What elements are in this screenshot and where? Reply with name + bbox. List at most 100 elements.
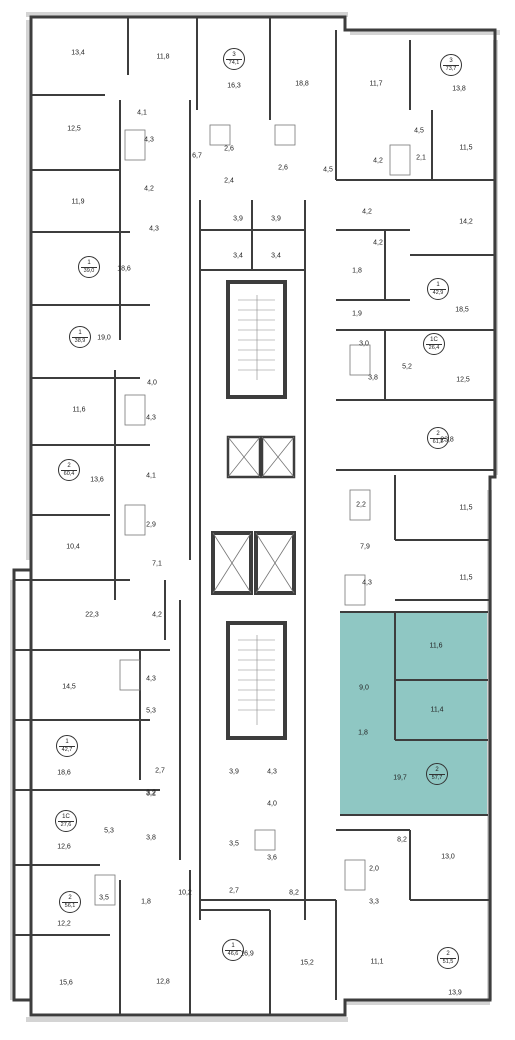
room-area-label: 11,1 (370, 958, 384, 966)
apartment-total-area: 60,4 (63, 471, 75, 477)
room-area-label: 18,6 (117, 265, 131, 273)
room-area-label: 15,6 (59, 979, 73, 987)
room-area-label: 12,2 (57, 920, 71, 928)
room-area-label: 12,8 (156, 978, 170, 986)
apartment-total-area: 27,6 (60, 822, 72, 828)
room-area-label: 18,8 (295, 80, 309, 88)
room-area-label: 11,5 (459, 574, 473, 582)
room-area-label: 4,2 (373, 157, 383, 165)
room-area-label: 11,4 (430, 706, 444, 714)
apartment-room-count: 1 (231, 943, 235, 949)
stair-core (211, 280, 296, 740)
room-area-label: 4,3 (267, 768, 277, 776)
apartment-total-area: 38,9 (74, 338, 86, 344)
badge-divider (440, 957, 456, 959)
room-area-label: 4,2 (373, 239, 383, 247)
room-area-label: 1,9 (352, 310, 362, 318)
badge-divider (225, 949, 241, 951)
apartment-room-count: 1C (62, 814, 70, 820)
apartment-total-area: 74,1 (228, 60, 240, 66)
badge-divider (426, 343, 442, 345)
badge-divider (58, 820, 74, 822)
room-area-label: 2,7 (229, 887, 239, 895)
room-area-label: 3,2 (146, 790, 156, 798)
badge-divider (62, 901, 78, 903)
apartment-room-count: 1 (78, 330, 82, 336)
apartment-room-count: 2 (436, 431, 440, 437)
badge-divider (72, 336, 88, 338)
room-area-label: 4,3 (144, 136, 154, 144)
room-area-label: 4,0 (267, 800, 277, 808)
room-area-label: 7,9 (360, 543, 370, 551)
apartment-room-count: 1C (430, 337, 438, 343)
bathroom-fixtures (94, 124, 411, 906)
apartment-room-count: 2 (435, 767, 439, 773)
room-area-label: 10,2 (178, 889, 192, 897)
room-area-label: 2,6 (224, 145, 234, 153)
room-area-label: 2,1 (416, 154, 426, 162)
apartment-room-count: 3 (232, 52, 236, 58)
apartment-total-area: 42,7 (61, 747, 73, 753)
room-area-label: 1,8 (141, 898, 151, 906)
room-area-label: 4,5 (414, 127, 424, 135)
room-area-label: 13,0 (441, 853, 455, 861)
room-area-label: 14,2 (459, 218, 473, 226)
room-area-label: 2,4 (224, 177, 234, 185)
room-area-label: 1,8 (358, 729, 368, 737)
room-area-label: 13,4 (71, 49, 85, 57)
outer-walls (12, 15, 497, 1017)
room-area-label: 18,6 (57, 769, 71, 777)
room-area-label: 4,2 (144, 185, 154, 193)
room-area-label: 10,4 (66, 543, 80, 551)
badge-divider (430, 437, 446, 439)
badge-divider (81, 266, 97, 268)
room-area-label: 22,3 (85, 611, 99, 619)
room-area-label: 1,8 (352, 267, 362, 275)
room-area-label: 19,7 (393, 774, 407, 782)
room-area-label: 3,4 (271, 252, 281, 260)
room-area-label: 3,3 (369, 898, 379, 906)
room-area-label: 16,9 (240, 950, 254, 958)
room-area-label: 4,2 (362, 208, 372, 216)
room-area-label: 3,6 (267, 854, 277, 862)
highlighted-apartment-fill[interactable] (340, 612, 488, 815)
badge-divider (443, 64, 459, 66)
room-area-label: 7,1 (152, 560, 162, 568)
room-area-label: 14,5 (62, 683, 76, 691)
apartment-room-count: 2 (67, 463, 71, 469)
room-area-label: 13,8 (452, 85, 466, 93)
apartment-total-area: 73,7 (445, 66, 457, 72)
room-area-label: 3,8 (146, 834, 156, 842)
room-area-label: 3,9 (229, 768, 239, 776)
room-area-label: 4,1 (146, 472, 156, 480)
apartment-total-area: 39,0 (83, 268, 95, 274)
room-area-label: 8,2 (289, 889, 299, 897)
windows (10, 12, 500, 1022)
room-area-label: 11,6 (72, 406, 86, 414)
room-area-label: 2,6 (278, 164, 288, 172)
apartment-room-count: 3 (449, 58, 453, 64)
room-area-label: 2,9 (146, 521, 156, 529)
badge-divider (59, 745, 75, 747)
room-area-label: 11,5 (459, 144, 473, 152)
room-area-label: 12,6 (57, 843, 71, 851)
room-area-label: 4,3 (146, 414, 156, 422)
apartment-badge-a11[interactable]: 1C 27,6 (55, 810, 77, 832)
room-area-label: 4,3 (362, 579, 372, 587)
room-area-label: 15,2 (300, 959, 314, 967)
room-area-label: 12,5 (67, 125, 81, 133)
